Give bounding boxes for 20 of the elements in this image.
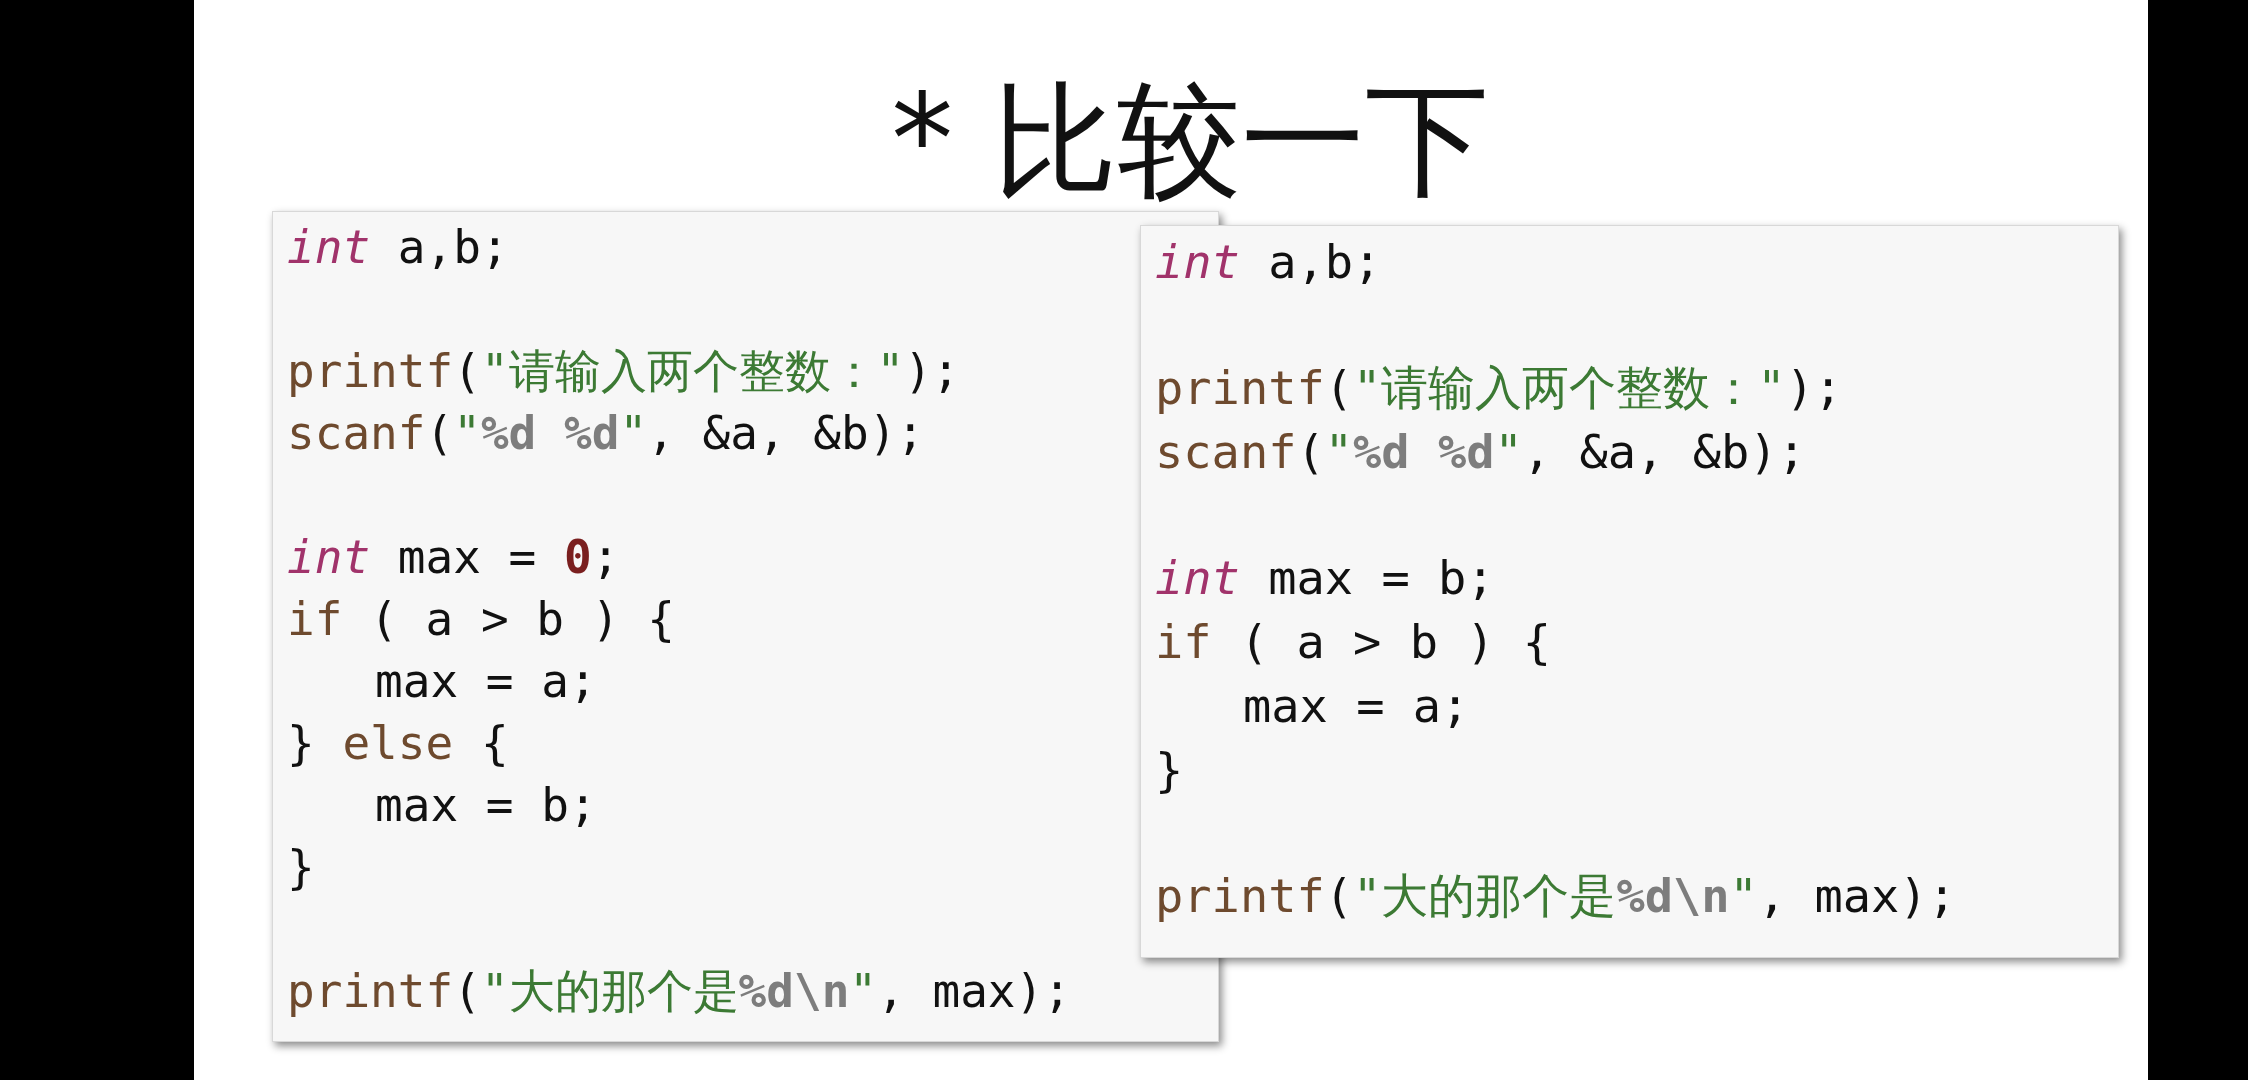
code-line: scanf("%d %d", &a, &b);	[1155, 423, 1806, 481]
slide-title: * 比较一下	[890, 70, 1490, 210]
code-line: printf("大的那个是%d\n", max);	[287, 963, 1071, 1020]
code-line: printf("请输入两个整数：");	[287, 343, 960, 400]
code-line: max = b;	[375, 777, 597, 834]
code-line: } else {	[287, 715, 509, 772]
code-line: scanf("%d %d", &a, &b);	[287, 405, 925, 462]
code-line: if ( a > b ) {	[287, 591, 675, 648]
code-line: printf("请输入两个整数：");	[1155, 359, 1843, 417]
code-line: int max = 0;	[287, 529, 620, 586]
code-line: max = a;	[375, 653, 597, 710]
code-line: max = a;	[1243, 677, 1470, 735]
code-panel	[1140, 225, 2119, 958]
code-line: if ( a > b ) {	[1155, 613, 1552, 671]
code-line: }	[1155, 741, 1184, 799]
code-line: }	[287, 839, 315, 896]
code-line: int a,b;	[287, 219, 509, 276]
code-line: int max = b;	[1155, 549, 1495, 607]
code-line: printf("大的那个是%d\n", max);	[1155, 867, 1956, 925]
code-line: int a,b;	[1155, 233, 1382, 291]
